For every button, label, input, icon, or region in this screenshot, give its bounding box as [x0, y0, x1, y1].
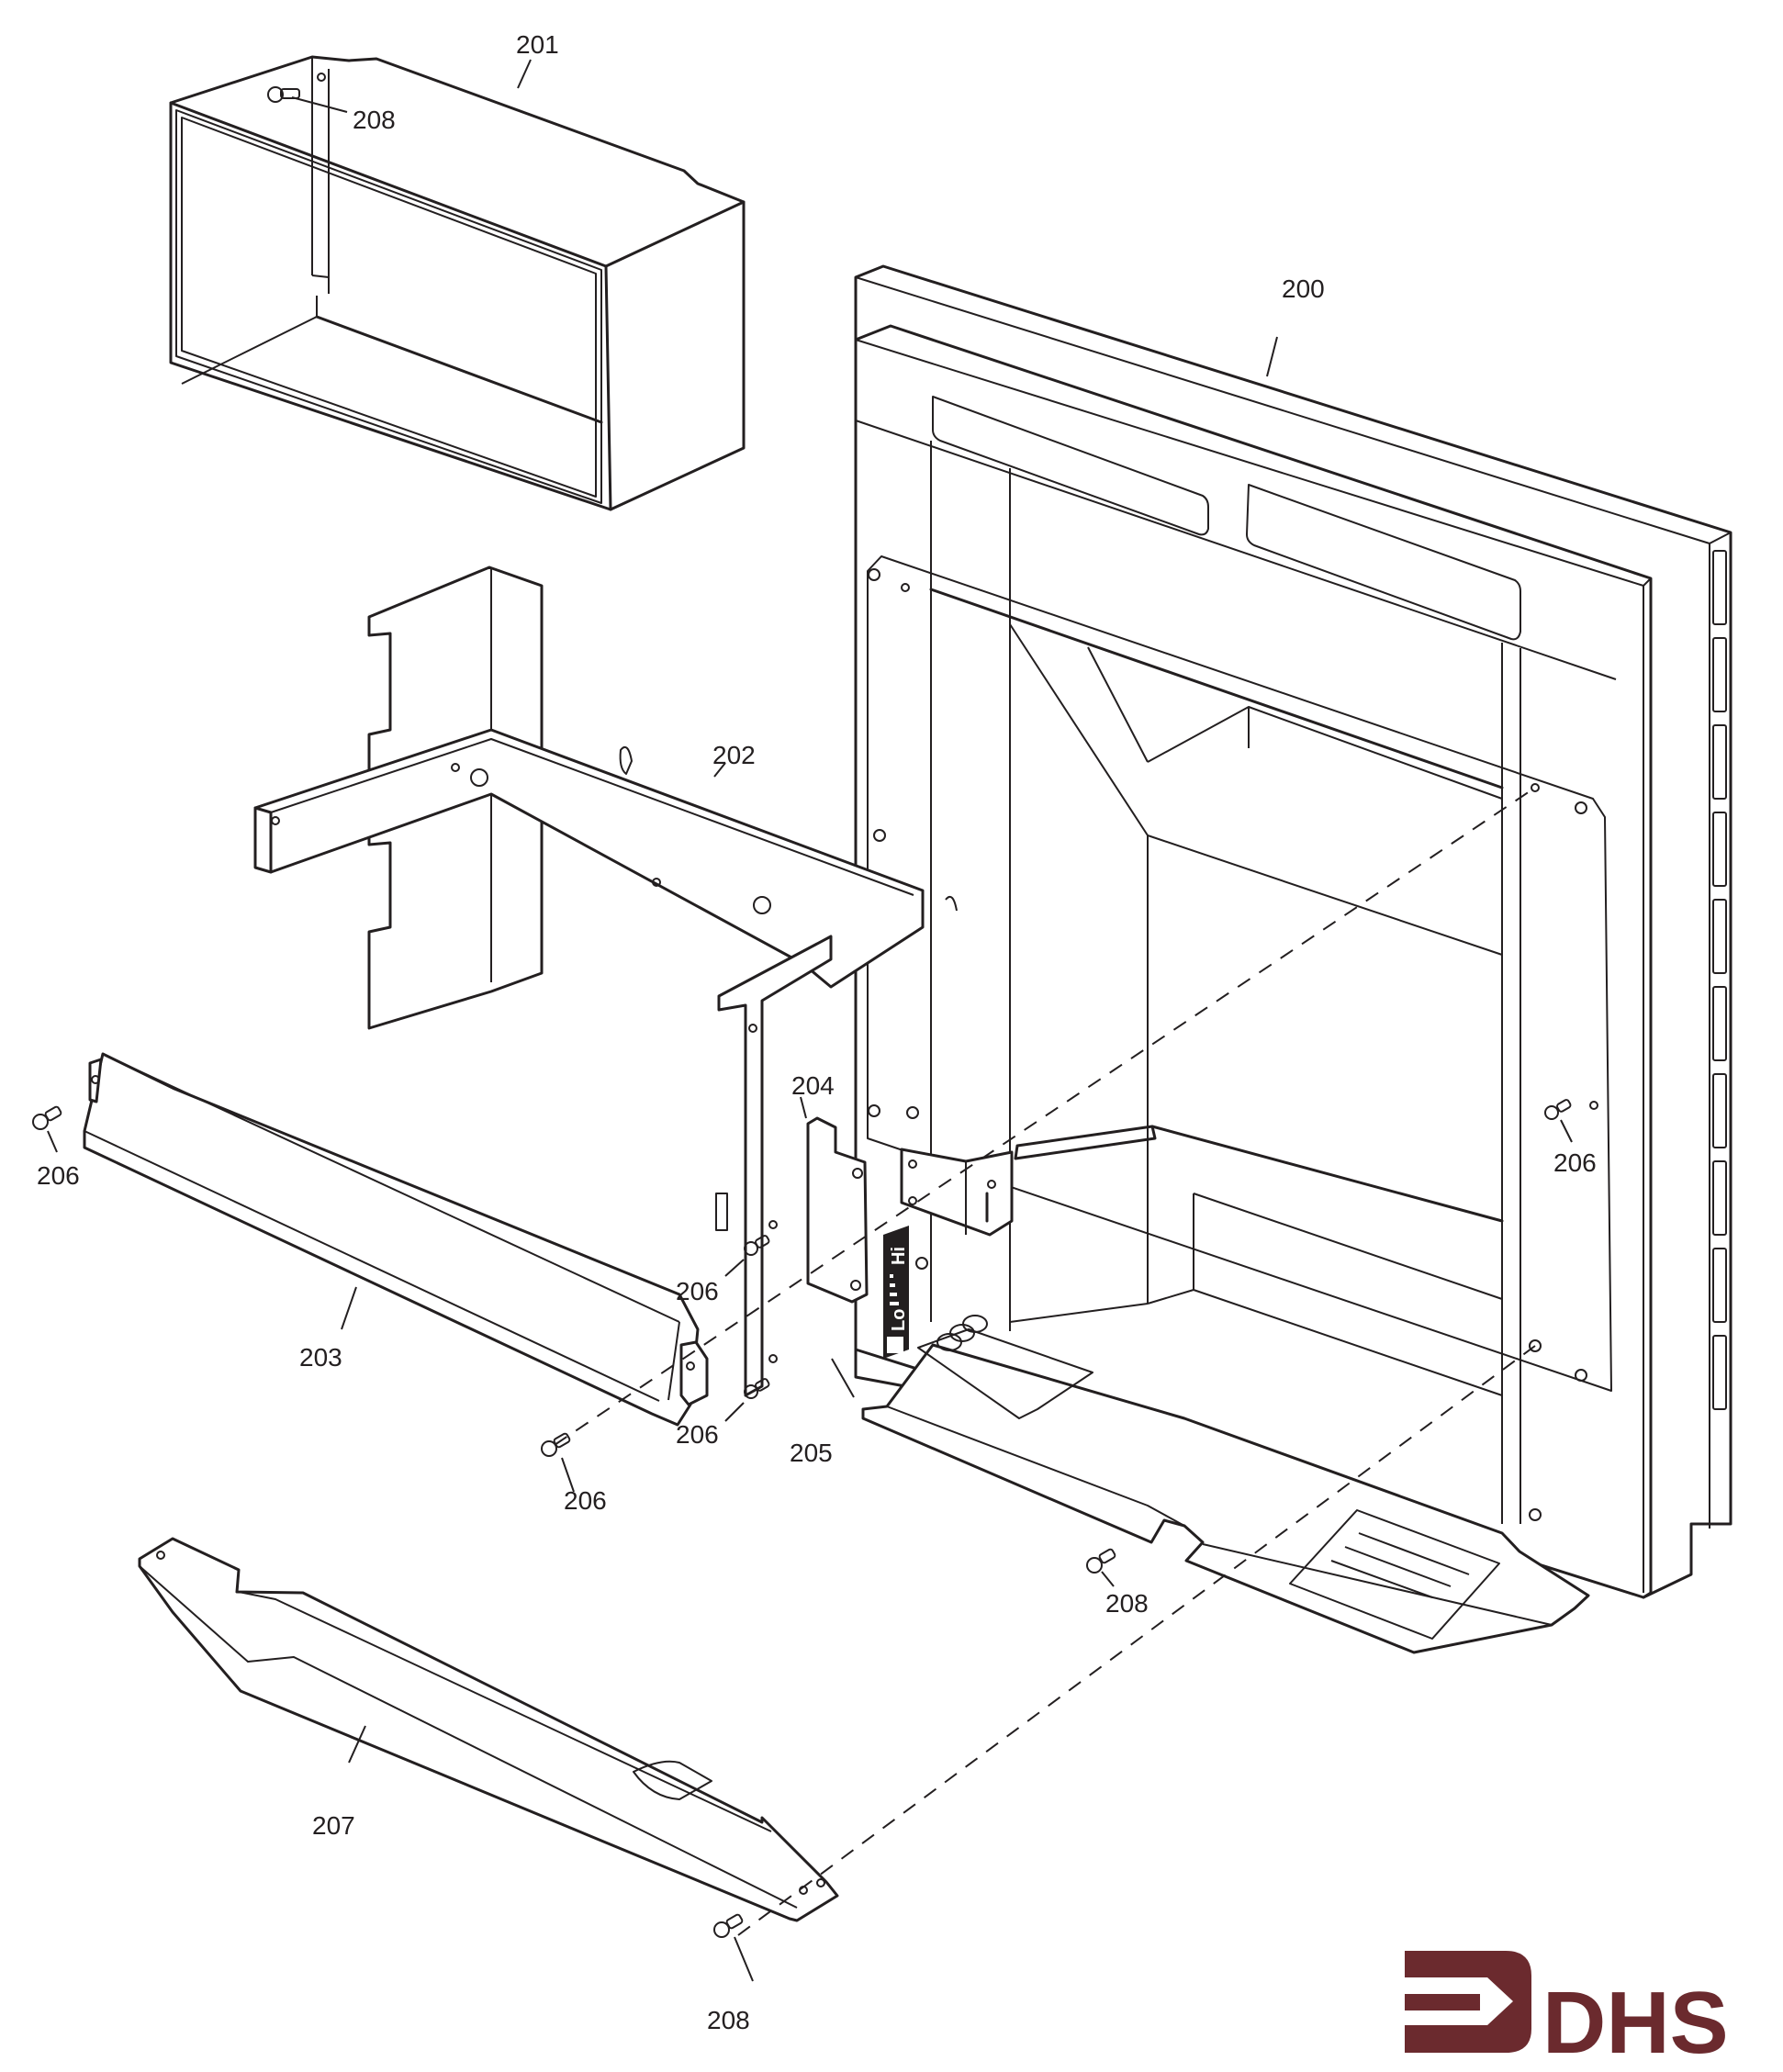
dhs-logo: DHS — [1405, 1951, 1729, 2072]
screw-208-top — [267, 86, 348, 113]
callout-206-bracket-lower: 206 — [676, 1420, 719, 1449]
dhs-arrow-icon — [1405, 1951, 1531, 2053]
callout-208-bottom: 208 — [707, 2006, 750, 2034]
part-207-hearth-trim — [138, 1537, 839, 1922]
part-200-front-frame — [854, 264, 1733, 1654]
screw-206-left — [32, 1105, 62, 1153]
screw-206-bracket-upper — [724, 1235, 770, 1277]
hi-marker: Hi — [889, 1247, 909, 1265]
screw-206-bottom — [541, 1432, 575, 1493]
callout-207: 207 — [312, 1811, 355, 1840]
side-vents — [1712, 550, 1727, 1410]
callout-206-bottom: 206 — [564, 1486, 607, 1515]
lo-marker: Lo — [889, 1309, 909, 1331]
part-205-control-label: Hi Lo — [883, 1226, 909, 1359]
callout-206-bracket-upper: 206 — [676, 1277, 719, 1305]
callout-200: 200 — [1282, 274, 1325, 303]
rating-plate-right — [1289, 1509, 1500, 1640]
screw-206-bracket-lower — [724, 1378, 770, 1422]
part-203-trim-strip — [83, 1052, 709, 1427]
callout-206-right: 206 — [1553, 1148, 1597, 1177]
callout-labels: 200 201 208 202 203 204 205 206 206 206 … — [37, 30, 1597, 2034]
part-201-hood-box — [169, 55, 746, 511]
callout-208-top: 208 — [353, 106, 396, 134]
callout-202: 202 — [712, 741, 756, 769]
part-202-wall-bracket — [253, 566, 958, 1397]
part-204-side-cover — [806, 1116, 869, 1304]
callout-204: 204 — [791, 1071, 835, 1100]
callout-203: 203 — [299, 1343, 342, 1372]
screw-208-bottom — [713, 1913, 754, 1982]
screw-206-right — [1544, 1099, 1573, 1143]
screw-208-middle — [1086, 1548, 1116, 1587]
dhs-logo-text: DHS — [1542, 1974, 1729, 2072]
callout-201: 201 — [516, 30, 559, 59]
callout-208-middle: 208 — [1105, 1589, 1149, 1618]
alignment-lines — [554, 787, 1536, 1936]
callout-205: 205 — [790, 1439, 833, 1467]
callout-206-left: 206 — [37, 1161, 80, 1190]
rating-plate-left — [917, 1315, 1093, 1419]
